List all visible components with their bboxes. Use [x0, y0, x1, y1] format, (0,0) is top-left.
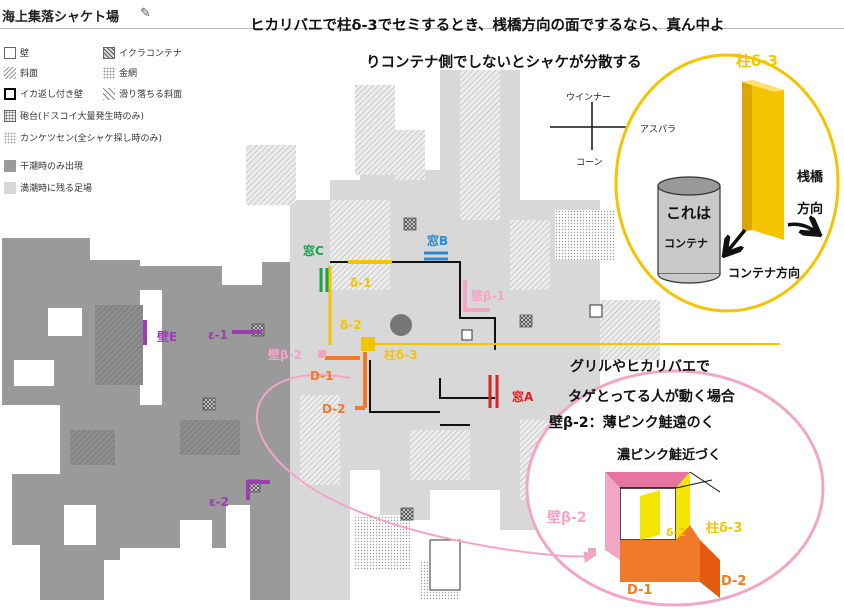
slope-swatch-icon: [4, 66, 16, 79]
grill-note-line-2: タゲとってる人が動く場合: [568, 389, 735, 405]
near-salmon-label: 濃ピンク鮭近づく: [617, 448, 722, 463]
pillar-d3-label: 柱δ-3: [384, 348, 418, 362]
legend-item-wall: 壁: [4, 46, 29, 59]
e2-label: ε-2: [209, 495, 230, 509]
wall-b2-face: [605, 472, 620, 560]
legend-item-slope: 斜面: [4, 66, 38, 79]
wall-lines: [330, 261, 496, 426]
low-tide-swatch-icon: [4, 159, 16, 172]
compass-right-label: アスパラ: [640, 125, 677, 135]
legend-item-high-tide: 満潮時に残る足場: [4, 181, 92, 194]
pillar-detail-circle: [614, 53, 840, 313]
grill-note-line-3: 壁β-2：薄ピンク鮭遠のく: [549, 415, 715, 431]
wall-block: [589, 304, 603, 318]
compass-down-label: コーン: [576, 158, 603, 168]
grill-note-line-1: グリルやヒカリバエで: [570, 359, 710, 375]
circle-pier-label-2: 方向: [797, 202, 824, 217]
d2-face: [700, 540, 720, 598]
wall-b1-line: [463, 280, 490, 312]
delta-1-label: δ-1: [350, 276, 372, 290]
mado-b-label: 窓B: [427, 234, 449, 248]
delta-2-face: [676, 472, 690, 540]
legend-item-wire-mesh: 金網: [103, 66, 137, 79]
wall-b2-label: 壁β-2: [268, 348, 302, 362]
compass-up-label: ウインナー: [566, 93, 612, 103]
ikura-container-icon: [202, 397, 216, 411]
container-bottom: [657, 273, 721, 284]
pillar-face: [752, 80, 784, 240]
bottom-d2-label: D-2: [721, 574, 747, 589]
mesh-swatch-icon: [103, 66, 115, 79]
container-swatch-icon: [103, 46, 115, 59]
ikura-container-icon: [403, 217, 417, 231]
pier-direction-arrow-icon: [787, 224, 816, 232]
e1-label: ε-1: [208, 328, 229, 342]
delta-2-label: δ-2: [340, 318, 362, 332]
d1-label: D-1: [310, 369, 334, 383]
bottom-d1-label: D-1: [627, 583, 653, 598]
ikura-container-icon: [400, 507, 414, 521]
colored-markers: [143, 251, 780, 500]
high-tide-swatch-icon: [4, 181, 16, 194]
container-cylinder: [657, 185, 721, 275]
bottom-delta-2-label: δ-2: [666, 526, 686, 539]
page-title: 海上集落シャケト場: [2, 10, 120, 25]
bottom-wall-b2-label: 壁β-2: [547, 510, 587, 526]
e2-line: [246, 480, 270, 500]
legend-item-cannon: 砲台(ドスコイ大量発生時のみ): [4, 109, 144, 122]
circle-container-sub: コンテナ: [664, 237, 708, 250]
annotation-line-2: りコンテナ側でしないとシャケが分散する: [366, 55, 642, 71]
wall-block: [461, 329, 473, 341]
d2-label: D-2: [322, 402, 346, 416]
circle-pillar-label: 柱δ-3: [736, 52, 778, 70]
annotation-line-1: ヒカリバエで柱δ-3でセミするとき、桟橋方向の面でするなら、真ん中よ: [250, 18, 725, 34]
ikura-container-icon: [519, 314, 533, 328]
pillar-side: [742, 80, 752, 232]
legend-item-sliding-slope: 滑り落ちる斜面: [103, 87, 182, 100]
geyser-swatch-icon: [4, 131, 16, 144]
pink-leader-arrow-icon: [256, 373, 596, 563]
d1-face: [620, 525, 700, 582]
circle-container-label: これは: [666, 204, 712, 222]
pillar-top: [742, 80, 784, 92]
legend-item-geyser: カンケツセン(全シャケ探し時のみ): [4, 131, 162, 144]
sliding-slope-swatch-icon: [103, 87, 115, 100]
wall-block: [429, 539, 461, 591]
wall-b2-small-marker: [588, 548, 596, 556]
wall-e-label: 壁E: [157, 330, 178, 344]
wall-b2-marker: [318, 350, 326, 358]
dark-pink-wall-top: [605, 472, 690, 488]
legend-item-low-tide: 干潮時のみ出現: [4, 159, 83, 172]
central-container: [390, 314, 412, 336]
cannon-swatch-icon: [4, 109, 16, 122]
container-top: [657, 176, 721, 196]
circle-container-direction: コンテナ方向: [728, 266, 801, 280]
circle-pier-label-1: 桟橋: [797, 170, 824, 185]
bottom-pillar-label: 柱δ-3: [706, 521, 743, 536]
legend-item-ika-wall: イカ返し付き壁: [4, 87, 83, 100]
legend-item-ikura-container: イクラコンテナ: [103, 46, 182, 59]
ika-wall-swatch-icon: [4, 87, 16, 100]
container-direction-arrow-icon: [727, 228, 747, 252]
header-divider: [0, 28, 844, 29]
mado-a-label: 窓A: [512, 390, 534, 404]
compass: [550, 102, 637, 150]
wall-swatch-icon: [4, 46, 16, 59]
pencil-icon[interactable]: ✎: [140, 6, 151, 21]
wall-b1-label: 壁β-1: [471, 289, 505, 303]
wall-detail-circle: [256, 369, 825, 607]
pillar-d3-face: [640, 490, 660, 540]
mado-c-label: 窓C: [303, 244, 324, 258]
